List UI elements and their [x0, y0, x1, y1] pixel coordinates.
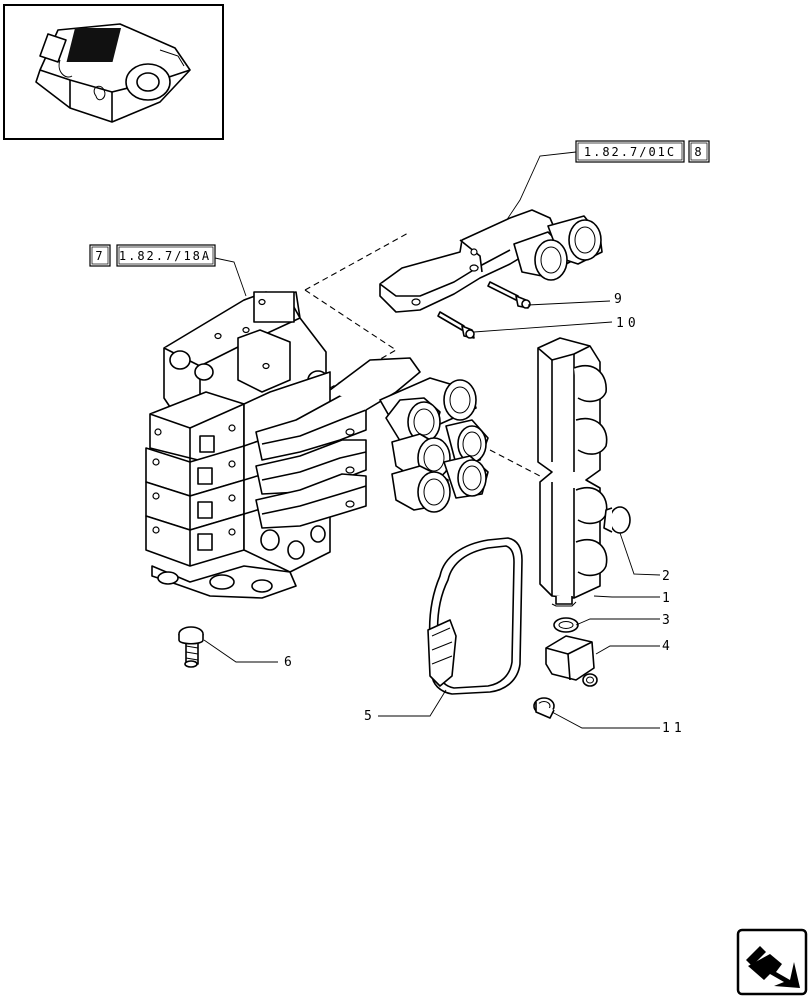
valve-slice-4	[145, 513, 245, 567]
reference-index: 8	[694, 145, 703, 159]
callout-3: 3	[662, 613, 670, 628]
callout-2: 2	[662, 569, 670, 584]
callout-5: 5	[364, 709, 372, 724]
callout-9: 9	[614, 292, 622, 307]
upper-manifold	[379, 209, 603, 313]
next-page-arrow-icon[interactable]	[736, 928, 808, 996]
callout-10: 10	[616, 316, 640, 331]
callout-4: 4	[662, 639, 670, 654]
callout-11: 11	[662, 721, 686, 736]
lower-manifold-2	[255, 439, 367, 495]
part-3-o-ring	[553, 617, 579, 633]
part-4-block	[545, 635, 598, 687]
valve-slice-1	[149, 391, 245, 463]
part-6-bolt	[178, 626, 204, 668]
part-2-cap	[603, 506, 631, 534]
reference-code: 1.82.7/01C	[584, 145, 676, 159]
reference-box-left[interactable]: 7 1.82.7/18A	[89, 244, 216, 267]
part-5-gasket	[427, 537, 523, 695]
lower-manifold-3	[255, 473, 367, 529]
callout-labels: 2 1 3 4 11 9 10 5 6	[284, 292, 686, 736]
bolt-10	[437, 311, 475, 339]
coupler-group	[379, 377, 489, 513]
assembly-thumbnail-icon[interactable]	[3, 4, 224, 140]
callout-1: 1	[662, 591, 670, 606]
part-11-plug	[533, 697, 555, 719]
lower-manifold-1	[255, 357, 421, 461]
leader-lines	[203, 300, 661, 729]
callout-6: 6	[284, 655, 292, 670]
bolt-9	[487, 281, 531, 309]
part-1-coupler-housing	[537, 337, 608, 607]
reference-code: 1.82.7/18A	[119, 249, 211, 263]
reference-index: 7	[95, 249, 104, 263]
reference-box-top-right[interactable]: 1.82.7/01C 8	[575, 140, 710, 163]
valve-slice-2	[145, 445, 245, 497]
